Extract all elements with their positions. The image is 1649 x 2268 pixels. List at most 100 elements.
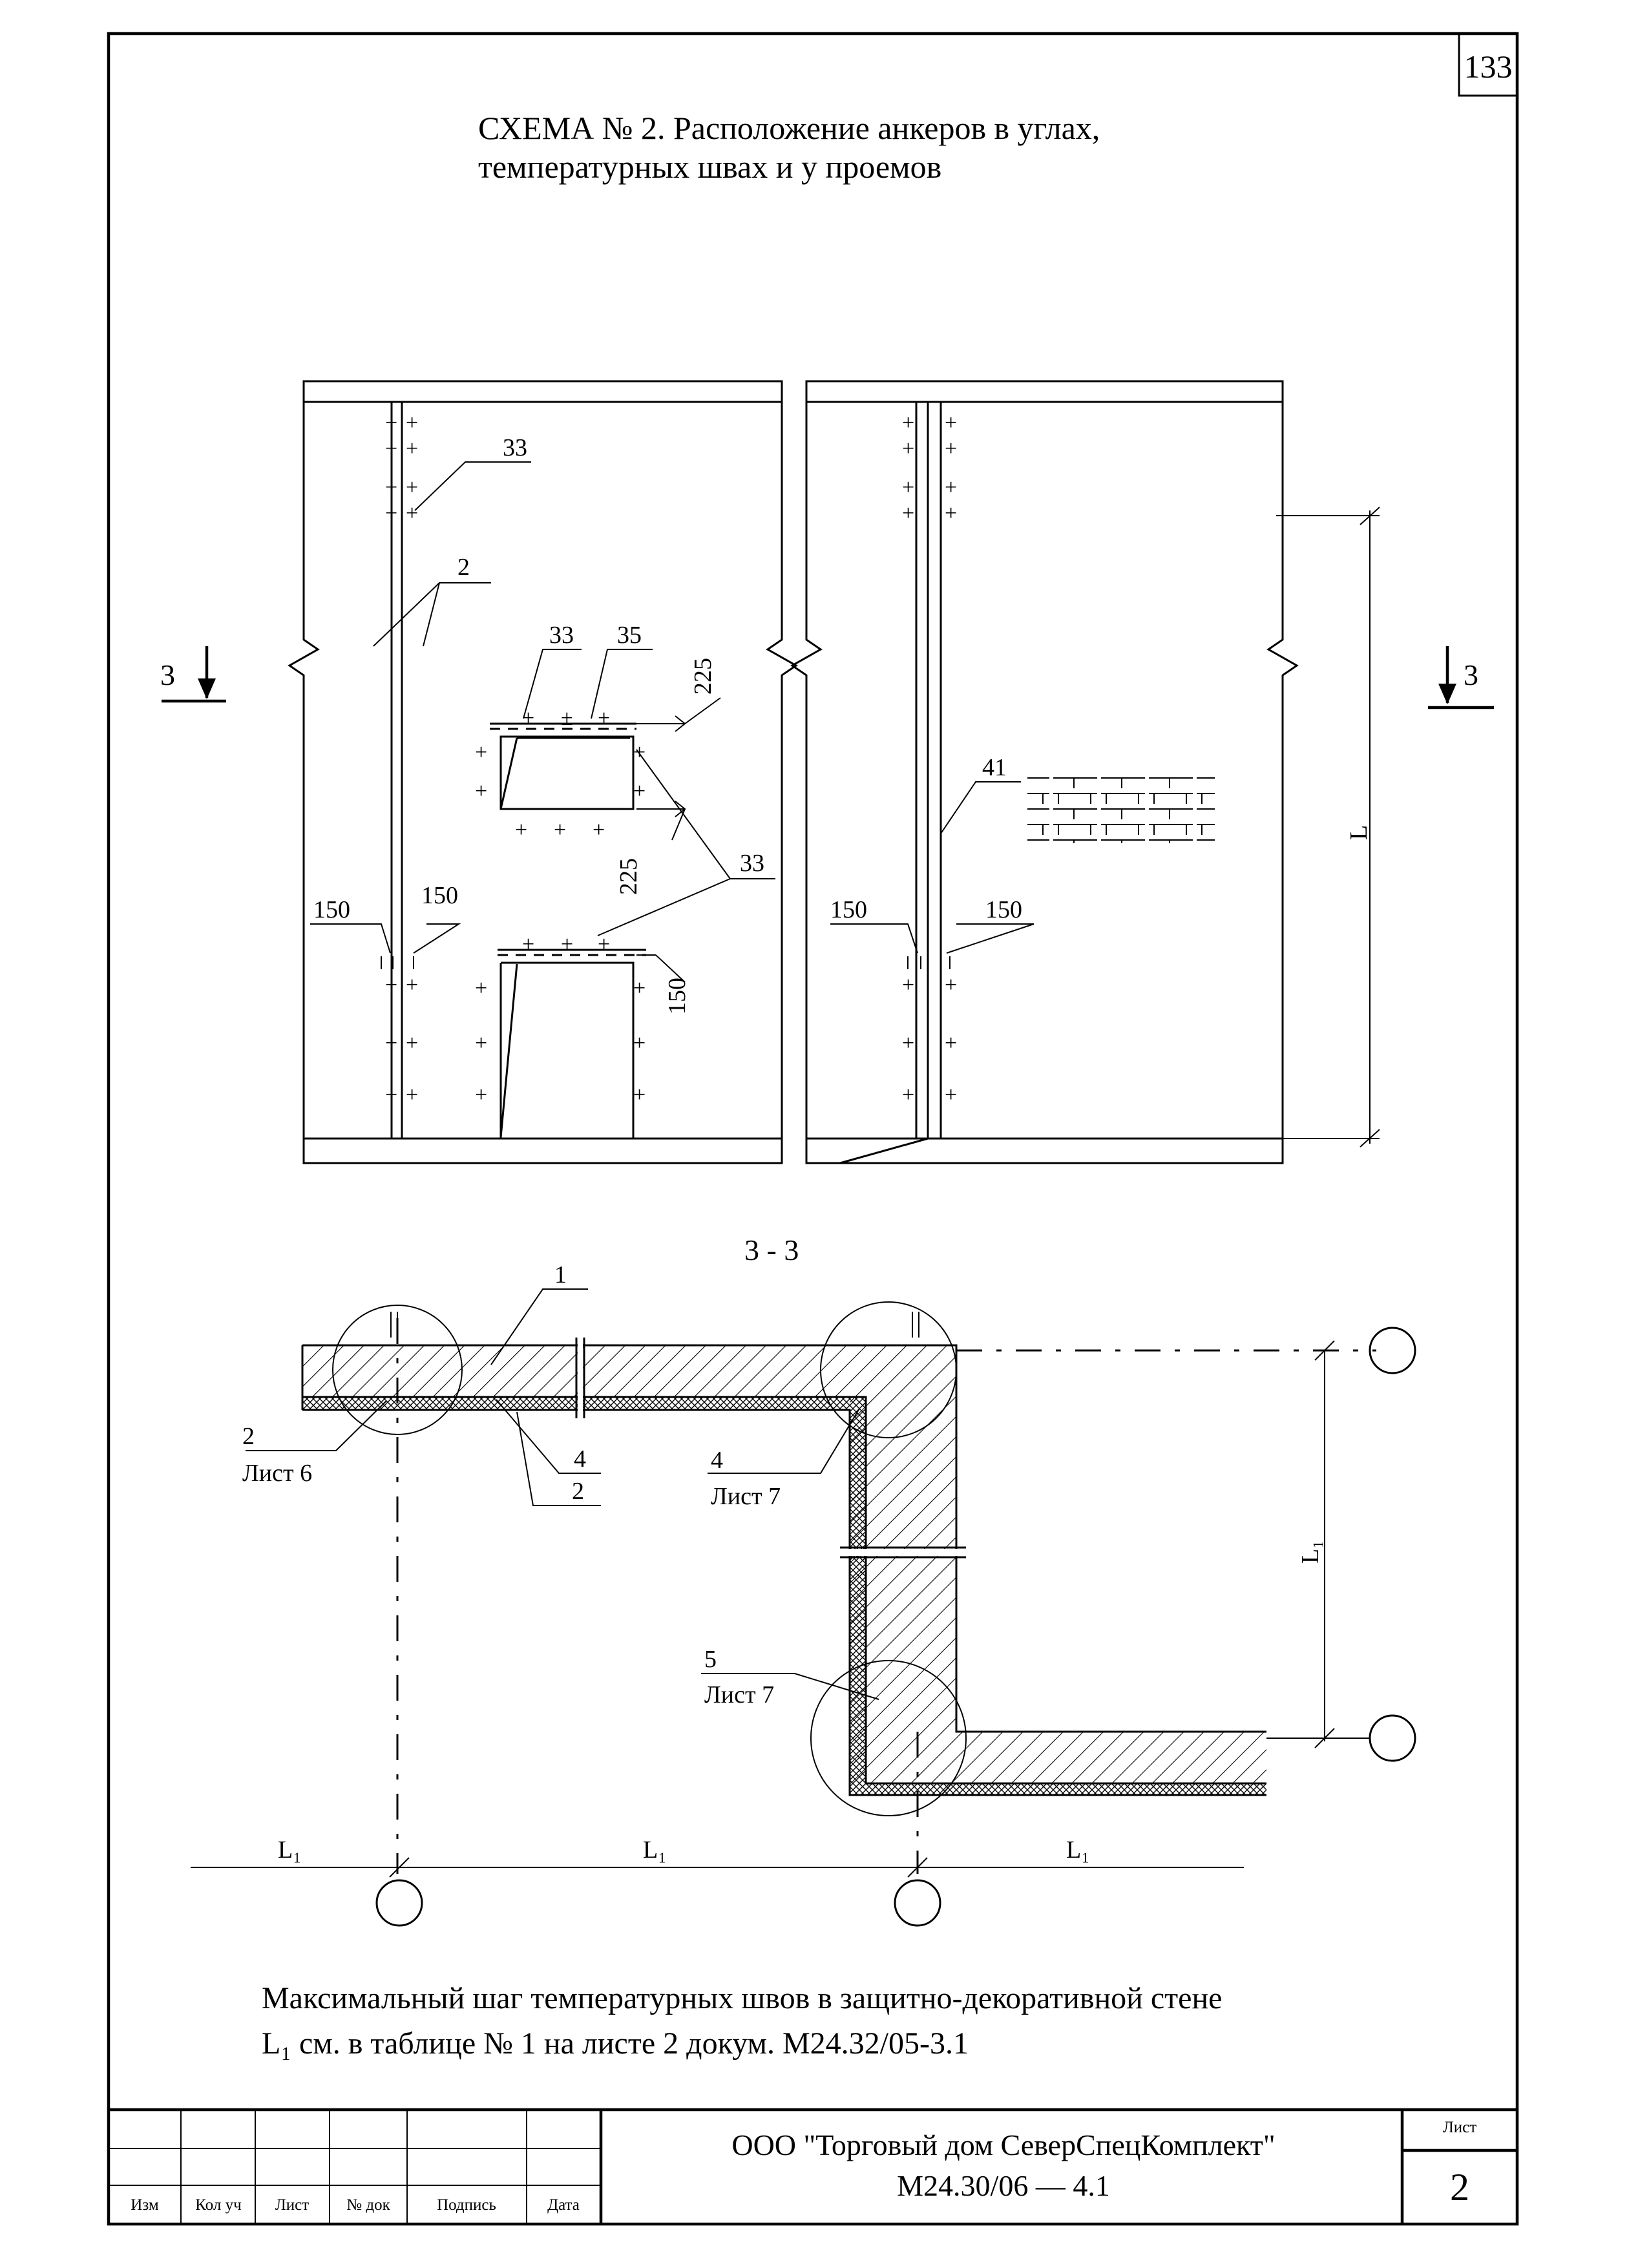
- stamp-col-podpis: Подпись: [437, 2196, 496, 2214]
- svg-text:±: ±: [561, 706, 573, 730]
- svg-text:+: +: [406, 501, 418, 525]
- section-part-2: 2: [572, 1478, 584, 1505]
- stamp-col-kol: Кол уч: [195, 2196, 241, 2214]
- stamp-company: ООО "Торговый дом СеверСпецКомплект": [731, 2128, 1275, 2161]
- section-view: 3 - 3 L₁ L₁ L₁ L₁: [191, 1234, 1416, 1927]
- svg-text:+: +: [902, 411, 914, 435]
- anchor-label-33-top: 33: [503, 434, 527, 461]
- page-number: 133: [1464, 48, 1513, 85]
- stamp-sheet-number: 2: [1450, 2166, 1469, 2209]
- svg-text:+: +: [406, 476, 418, 499]
- svg-text:+: +: [554, 818, 566, 842]
- axis-bubble: [894, 1879, 941, 1927]
- svg-text:+: +: [902, 1083, 914, 1107]
- dim-L1-a: L₁: [278, 1836, 301, 1864]
- callout-4-number: 4: [711, 1447, 723, 1474]
- svg-text:+: +: [385, 973, 397, 997]
- svg-text:+: +: [945, 1031, 957, 1055]
- svg-text:+: +: [633, 1083, 646, 1107]
- svg-text:+: +: [385, 411, 397, 435]
- svg-text:+: +: [385, 1083, 397, 1107]
- axis-bubble: [375, 1879, 423, 1927]
- stamp-doc-code: М24.30/06 — 4.1: [897, 2169, 1110, 2202]
- callout-2-sheet: Лист 6: [242, 1460, 312, 1487]
- elevation-view: ++ ++ ++ ++ ++ ++ ++ ++ ++ +++ +±+ +++ +…: [160, 380, 1494, 1164]
- section-mark-right-label: 3: [1464, 658, 1478, 691]
- title-line-2: температурных швах и у проемов: [478, 149, 941, 185]
- note: Максимальный шаг температурных швов в за…: [262, 1981, 1222, 2061]
- rdim-150-right: 150: [985, 896, 1022, 923]
- section-wall: [301, 1338, 1266, 1796]
- stamp-sheet-label: Лист: [1443, 2119, 1476, 2136]
- svg-text:+: +: [633, 779, 646, 803]
- anchor-label-33-window: 33: [549, 622, 574, 649]
- svg-text:+: +: [902, 476, 914, 499]
- svg-text:+: +: [598, 932, 610, 956]
- section-mark-right: 3: [1428, 646, 1494, 709]
- svg-text:+: +: [515, 818, 527, 842]
- svg-text:+: +: [633, 740, 646, 764]
- brick-texture: [1027, 775, 1215, 843]
- svg-text:+: +: [385, 437, 397, 461]
- svg-text:+: +: [945, 476, 957, 499]
- stamp-col-data: Дата: [547, 2196, 580, 2214]
- section-mark-left: 3: [160, 646, 226, 703]
- svg-text:+: +: [902, 973, 914, 997]
- detail-circle-5: [810, 1660, 967, 1816]
- anchor-label-33-right: 33: [740, 850, 764, 877]
- svg-text:+: +: [475, 740, 487, 764]
- anchor-crosses-right: ++ ++ ++ ++ ++ ++ ++: [902, 411, 957, 1107]
- svg-text:+: +: [561, 932, 573, 956]
- svg-text:+: +: [902, 437, 914, 461]
- svg-text:+: +: [633, 976, 646, 1000]
- callout-5-sheet: Лист 7: [704, 1681, 774, 1708]
- part-label-41: 41: [982, 754, 1007, 781]
- svg-text:+: +: [945, 411, 957, 435]
- dim-L1-b: L₁: [643, 1836, 666, 1864]
- section-part-4: 4: [574, 1445, 586, 1473]
- detail-circle-4: [820, 1301, 957, 1438]
- svg-text:+: +: [598, 706, 610, 730]
- section-part-1: 1: [554, 1261, 567, 1288]
- svg-text:+: +: [945, 437, 957, 461]
- rdim-150-left: 150: [830, 896, 867, 923]
- note-line-2: L₁ см. в таблице № 1 на листе 2 докум. М…: [262, 2026, 969, 2061]
- svg-text:+: +: [945, 973, 957, 997]
- svg-text:+: +: [902, 1031, 914, 1055]
- title-block: Изм Кол уч Лист № док Подпись Дата ООО "…: [109, 2108, 1517, 2224]
- dim-225-top: 225: [689, 658, 717, 695]
- svg-text:+: +: [475, 1031, 487, 1055]
- anchor-crosses-left: ++ ++ ++ ++ ++ ++ ++ ++ ++ +++ +±+ +++ +…: [385, 411, 646, 1107]
- dim-150-door: 150: [664, 978, 691, 1014]
- svg-text:+: +: [406, 1083, 418, 1107]
- axis-bubble: [1369, 1714, 1416, 1762]
- right-wall-panel: ++ ++ ++ ++ ++ ++ ++ 41 150 150 L 3: [790, 380, 1494, 1164]
- dim-L1-vertical: L₁: [1297, 1540, 1324, 1564]
- dim-225-bottom: 225: [615, 858, 642, 895]
- dim-150-left: 150: [313, 896, 350, 923]
- detail-circle-2: [332, 1305, 463, 1435]
- svg-text:+: +: [385, 476, 397, 499]
- dim-L: L: [1345, 825, 1372, 840]
- callout-2-number: 2: [242, 1423, 255, 1450]
- svg-text:+: +: [406, 1031, 418, 1055]
- callout-4-sheet: Лист 7: [711, 1483, 781, 1510]
- svg-text:+: +: [475, 779, 487, 803]
- svg-text:+: +: [633, 1031, 646, 1055]
- stamp-col-list: Лист: [275, 2196, 309, 2214]
- part-label-2: 2: [457, 554, 470, 581]
- dim-150-right: 150: [421, 882, 458, 909]
- svg-text:+: +: [385, 1031, 397, 1055]
- svg-text:+: +: [475, 976, 487, 1000]
- svg-text:+: +: [945, 501, 957, 525]
- svg-text:+: +: [406, 437, 418, 461]
- svg-text:+: +: [945, 1083, 957, 1107]
- section-mark-left-label: 3: [160, 658, 175, 691]
- svg-text:+: +: [385, 501, 397, 525]
- left-wall-panel: ++ ++ ++ ++ ++ ++ ++ ++ ++ +++ +±+ +++ +…: [160, 380, 798, 1164]
- title-line-1: СХЕМА № 2. Расположение анкеров в углах,: [478, 110, 1100, 146]
- note-line-1: Максимальный шаг температурных швов в за…: [262, 1981, 1222, 2015]
- dim-L1-c: L₁: [1066, 1836, 1089, 1864]
- section-title: 3 - 3: [744, 1234, 799, 1266]
